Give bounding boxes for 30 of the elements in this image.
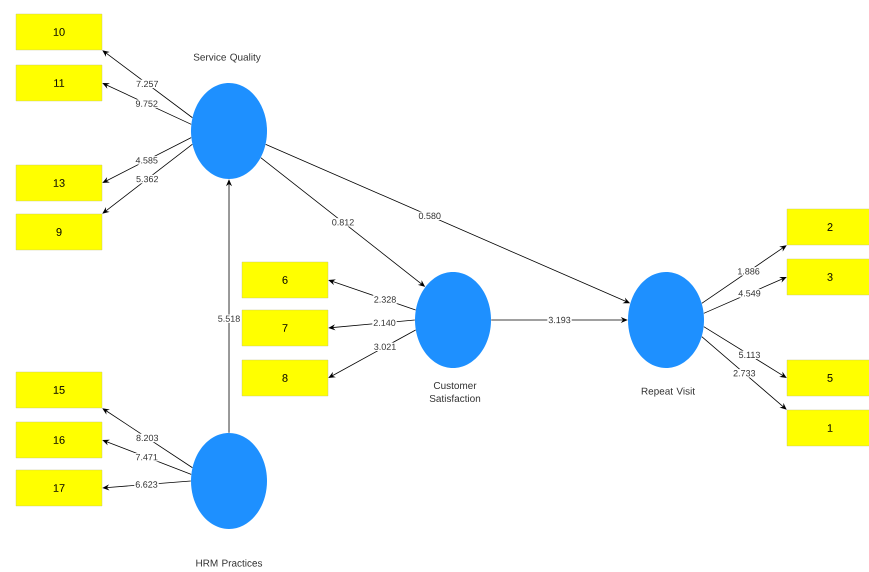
node-label: Repeat Visit xyxy=(642,387,695,397)
edge-label: 8.203 xyxy=(135,434,160,442)
indicator-box: 17 xyxy=(16,470,102,506)
edge-label: 2.140 xyxy=(372,318,397,327)
edge-label: 1.886 xyxy=(736,267,761,276)
edge-label: 0.812 xyxy=(330,218,356,226)
indicator-box: 11 xyxy=(16,64,102,102)
edge-label: 0.580 xyxy=(418,212,442,220)
indicator-box: 15 xyxy=(16,372,102,408)
edge-label: 7.471 xyxy=(134,453,159,462)
edge-label: 4.585 xyxy=(134,156,159,164)
node-label: Service Quality xyxy=(194,53,261,63)
edge-label: 7.257 xyxy=(135,80,160,88)
edge-label: 5.113 xyxy=(738,350,762,360)
edge-label: 4.549 xyxy=(737,289,762,298)
indicator-box: 16 xyxy=(16,422,102,458)
indicator-box: 5 xyxy=(786,360,869,396)
indicator-box: 9 xyxy=(16,214,102,250)
indicator-box: 10 xyxy=(16,14,102,50)
indicator-box: 13 xyxy=(16,164,102,202)
edge-label: 3.021 xyxy=(372,342,398,351)
indicator-box: 2 xyxy=(786,208,869,246)
indicator-box: 8 xyxy=(242,360,328,396)
edge-label: 2.733 xyxy=(732,369,757,378)
indicator-box: 7 xyxy=(242,310,328,346)
indicator-box: 6 xyxy=(242,262,328,298)
indicator-box: 3 xyxy=(786,258,869,296)
indicator-box: 1 xyxy=(786,410,869,446)
node-label: HRM Practices xyxy=(196,559,262,567)
node-label: Customer Satisfaction xyxy=(430,382,480,402)
